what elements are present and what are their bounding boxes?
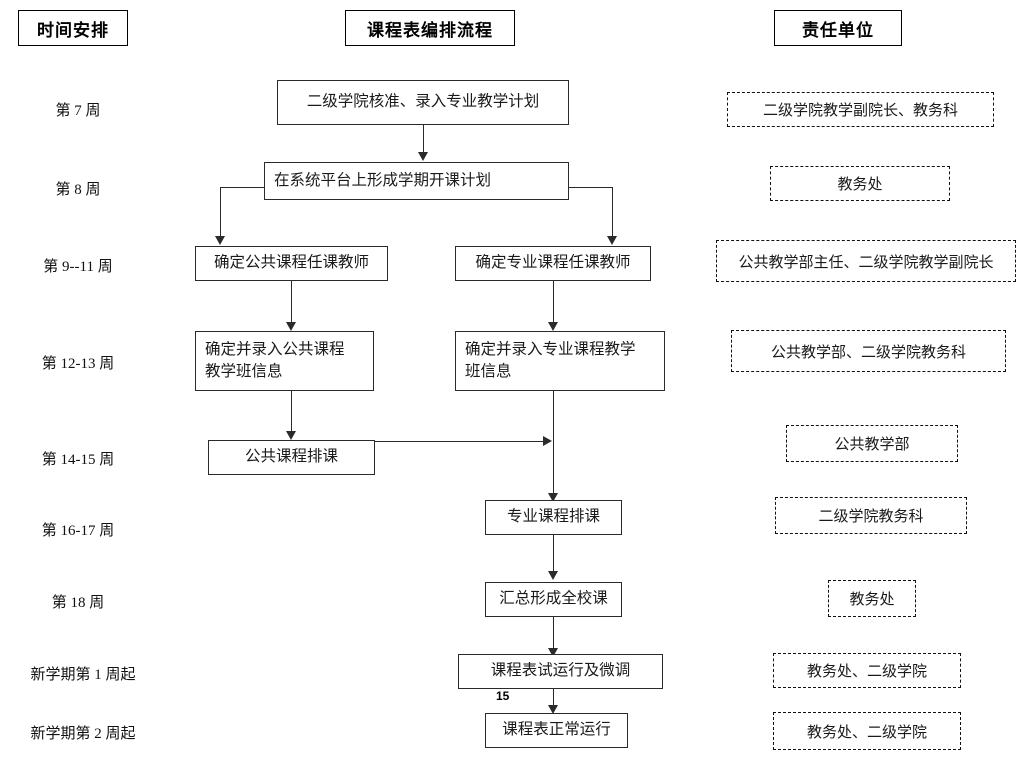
flow-node-assign-major-teachers[interactable]: 确定专业课程任课教师 [455, 246, 651, 281]
header-schedule-time: 时间安排 [18, 10, 128, 46]
time-label-new-term-week-1: 新学期第 1 周起 [30, 667, 136, 683]
flow-node-enter-public-class-info[interactable]: 确定并录入公共课程 教学班信息 [195, 331, 374, 391]
header-responsible-unit-label: 责任单位 [802, 20, 874, 40]
connector-n7-to-trunk [375, 441, 543, 442]
time-label-week-14-15: 第 14-15 周 [41, 452, 115, 468]
flow-node-aggregate-school-courses[interactable]: 汇总形成全校课 [485, 582, 622, 617]
arrowhead-n2-n3 [215, 236, 225, 245]
connector-n3-n5 [291, 281, 292, 324]
time-label-week-8: 第 8 周 [55, 182, 101, 198]
responsibility-box-1[interactable]: 二级学院教学副院长、教务科 [727, 92, 994, 127]
time-label-week-9-11: 第 9--11 周 [43, 259, 113, 275]
time-label-week-18: 第 18 周 [51, 595, 105, 611]
arrowhead-n10-n11 [548, 705, 558, 714]
time-label-week-12-13: 第 12-13 周 [41, 356, 115, 372]
responsibility-box-4[interactable]: 公共教学部、二级学院教务科 [731, 330, 1006, 372]
connector-n9-n10 [553, 617, 554, 650]
header-schedule-time-label: 时间安排 [37, 20, 109, 40]
responsibility-box-5[interactable]: 公共教学部 [786, 425, 958, 462]
connector-n1-n2 [423, 125, 424, 154]
time-label-week-7: 第 7 周 [55, 103, 101, 119]
flow-node-trial-run-adjust[interactable]: 课程表试运行及微调 [458, 654, 663, 689]
flow-node-schedule-major-courses[interactable]: 专业课程排课 [485, 500, 622, 535]
responsibility-box-8[interactable]: 教务处、二级学院 [773, 653, 961, 688]
connector-n6-n8 [553, 391, 554, 498]
flow-node-form-term-course-plan[interactable]: 在系统平台上形成学期开课计划 [264, 162, 569, 200]
responsibility-box-7[interactable]: 教务处 [828, 580, 916, 617]
flow-node-assign-public-teachers[interactable]: 确定公共课程任课教师 [195, 246, 388, 281]
arrowhead-n1-n2 [418, 152, 428, 161]
responsibility-box-9[interactable]: 教务处、二级学院 [773, 712, 961, 750]
arrowhead-n6-n8 [548, 493, 558, 502]
connector-n10-n11 [553, 689, 554, 707]
connector-n2-right-vertical [612, 187, 613, 238]
arrowhead-n8-n9 [548, 571, 558, 580]
connector-n2-left-vertical [220, 187, 221, 238]
flow-node-normal-operation[interactable]: 课程表正常运行 [485, 713, 628, 748]
responsibility-box-3[interactable]: 公共教学部主任、二级学院教学副院长 [716, 240, 1016, 282]
connector-n2-left-horizontal [220, 187, 265, 188]
arrowhead-n5-n7 [286, 431, 296, 440]
time-label-week-16-17: 第 16-17 周 [41, 523, 115, 539]
connector-n2-right-horizontal [568, 187, 613, 188]
connector-n4-n6 [553, 281, 554, 324]
connector-n5-n7 [291, 391, 292, 434]
header-responsible-unit: 责任单位 [774, 10, 902, 46]
flow-node-enter-major-class-info[interactable]: 确定并录入专业课程教学 班信息 [455, 331, 665, 391]
responsibility-box-2[interactable]: 教务处 [770, 166, 950, 201]
time-label-new-term-week-2: 新学期第 2 周起 [30, 726, 136, 742]
connector-n8-n9 [553, 535, 554, 573]
page-number: 15 [496, 689, 510, 703]
arrowhead-n7-to-trunk [543, 436, 552, 446]
responsibility-box-6[interactable]: 二级学院教务科 [775, 497, 967, 534]
flow-node-schedule-public-courses[interactable]: 公共课程排课 [208, 440, 375, 475]
arrowhead-n3-n5 [286, 322, 296, 331]
arrowhead-n9-n10 [548, 648, 558, 657]
header-process-flow: 课程表编排流程 [345, 10, 515, 46]
arrowhead-n2-n4 [607, 236, 617, 245]
arrowhead-n4-n6 [548, 322, 558, 331]
header-process-flow-label: 课程表编排流程 [367, 20, 493, 40]
flow-node-approve-enter-plan[interactable]: 二级学院核准、录入专业教学计划 [277, 80, 569, 125]
